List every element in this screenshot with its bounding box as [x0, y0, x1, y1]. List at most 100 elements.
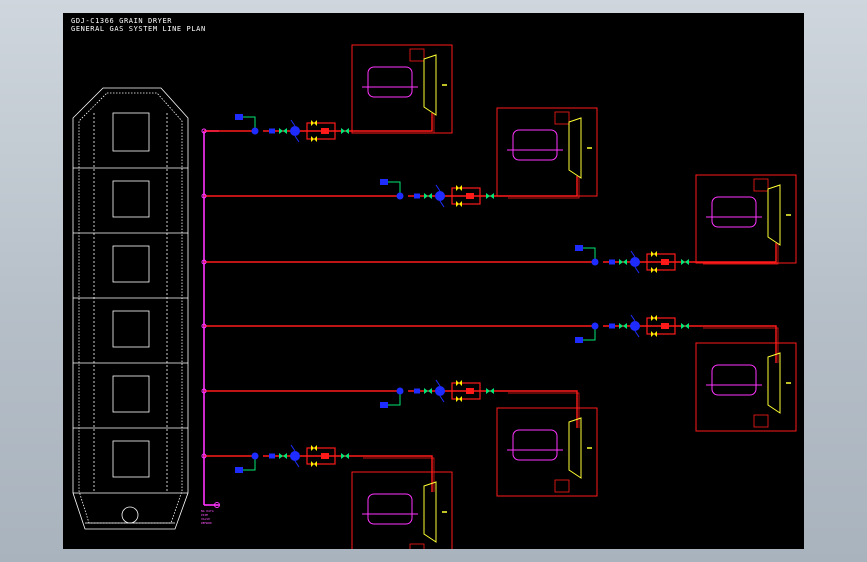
check-valve: [619, 259, 627, 265]
safety-block: [661, 259, 669, 265]
branch-tee: [201, 259, 207, 265]
tower-window-3: [112, 245, 150, 283]
dryer-tower: [72, 87, 189, 530]
pressure-regulator: [435, 191, 445, 201]
tower-window-2: [112, 180, 150, 218]
tower-window-6: [112, 440, 150, 478]
burner-feed-line: [703, 325, 777, 363]
gas-branch-6: [201, 444, 453, 549]
filter: [414, 193, 420, 199]
gas-branch-2: [201, 107, 598, 208]
solenoid-valve-b: [651, 331, 657, 337]
regulator-spring: [290, 444, 296, 452]
pressure-gauge: [575, 337, 583, 343]
drawing-viewport[interactable]: GDJ-C1366 GRAIN DRYER GENERAL GAS SYSTEM…: [63, 13, 804, 549]
regulator-vent: [439, 200, 445, 208]
safety-block: [321, 453, 329, 459]
pressure-tap-line: [388, 391, 401, 406]
regulator-vent: [439, 395, 445, 403]
solenoid-loop: [451, 187, 481, 205]
burner-feed-line: [508, 176, 578, 197]
gas-branch-1: [201, 44, 453, 143]
solenoid-valve-a: [311, 445, 317, 451]
solenoid-valve-a: [456, 380, 462, 386]
burner-head: [767, 184, 781, 246]
solenoid-valve-a: [456, 185, 462, 191]
inlet-note-2: PIPE: [201, 513, 209, 517]
pressure-regulator: [630, 257, 640, 267]
burner-body: [711, 196, 757, 228]
pressure-regulator: [630, 321, 640, 331]
branch-tee: [201, 388, 207, 394]
burner-feed-line-2: [363, 113, 435, 134]
burner-control-box: [753, 178, 769, 192]
tower-fan-circle: [121, 506, 139, 524]
burner-housing: [351, 44, 453, 134]
check-valve: [424, 388, 432, 394]
safety-block: [466, 388, 474, 394]
ball-valve: [591, 322, 599, 330]
branch-tee: [201, 323, 207, 329]
solenoid-valve-b: [651, 267, 657, 273]
check-valve: [279, 453, 287, 459]
check-valve: [424, 193, 432, 199]
ball-valve: [251, 127, 259, 135]
pressure-gauge: [380, 179, 388, 185]
main-gas-header: [203, 130, 220, 508]
check-valve: [279, 128, 287, 134]
burner-head: [568, 117, 582, 179]
pressure-regulator: [435, 386, 445, 396]
branch-tee: [201, 128, 207, 134]
filter: [414, 388, 420, 394]
outlet-valve: [341, 128, 349, 134]
ball-valve: [591, 258, 599, 266]
tower-window-1: [112, 112, 150, 152]
tower-window-5: [112, 375, 150, 413]
outlet-valve: [486, 193, 494, 199]
solenoid-loop: [306, 122, 336, 140]
regulator-vent: [634, 330, 640, 338]
tower-window-4: [112, 310, 150, 348]
burner-body: [512, 129, 558, 161]
burner-control-box: [753, 414, 769, 428]
solenoid-loop: [306, 447, 336, 465]
burner-feed-line-2: [363, 457, 435, 492]
solenoid-loop: [451, 382, 481, 400]
regulator-spring: [435, 379, 441, 387]
regulator-vent: [294, 135, 300, 143]
gas-branch-5: [201, 379, 598, 497]
regulator-spring: [435, 184, 441, 192]
burner-control-box: [554, 111, 570, 125]
filter: [269, 128, 275, 134]
regulator-spring: [290, 119, 296, 127]
solenoid-valve-b: [456, 201, 462, 207]
burner-head: [568, 417, 582, 479]
filter: [609, 259, 615, 265]
solenoid-loop: [646, 317, 676, 335]
burner-feed-line: [703, 243, 777, 263]
burner-feed-line-2: [508, 392, 580, 428]
outlet-valve: [681, 323, 689, 329]
burner-control-box: [409, 48, 425, 62]
safety-block: [321, 128, 329, 134]
regulator-spring: [630, 250, 636, 258]
burner-housing: [695, 174, 797, 264]
gas-branch-3: [201, 174, 797, 274]
pressure-gauge: [235, 467, 243, 473]
burner-head: [423, 481, 437, 543]
inlet-note-3: VALVE: [201, 517, 211, 521]
burner-housing: [695, 342, 797, 432]
pressure-gauge: [575, 245, 583, 251]
burner-control-box: [409, 543, 425, 549]
gas-system-drawing: [72, 44, 797, 549]
solenoid-valve-a: [311, 120, 317, 126]
inlet-note-4: REMARK: [201, 521, 212, 525]
tower-outline: [72, 87, 189, 530]
branch-tee: [201, 193, 207, 199]
safety-block: [466, 193, 474, 199]
pressure-tap-line: [388, 181, 401, 196]
solenoid-loop: [646, 253, 676, 271]
filter: [609, 323, 615, 329]
filter: [269, 453, 275, 459]
burner-feed-line: [508, 390, 578, 428]
